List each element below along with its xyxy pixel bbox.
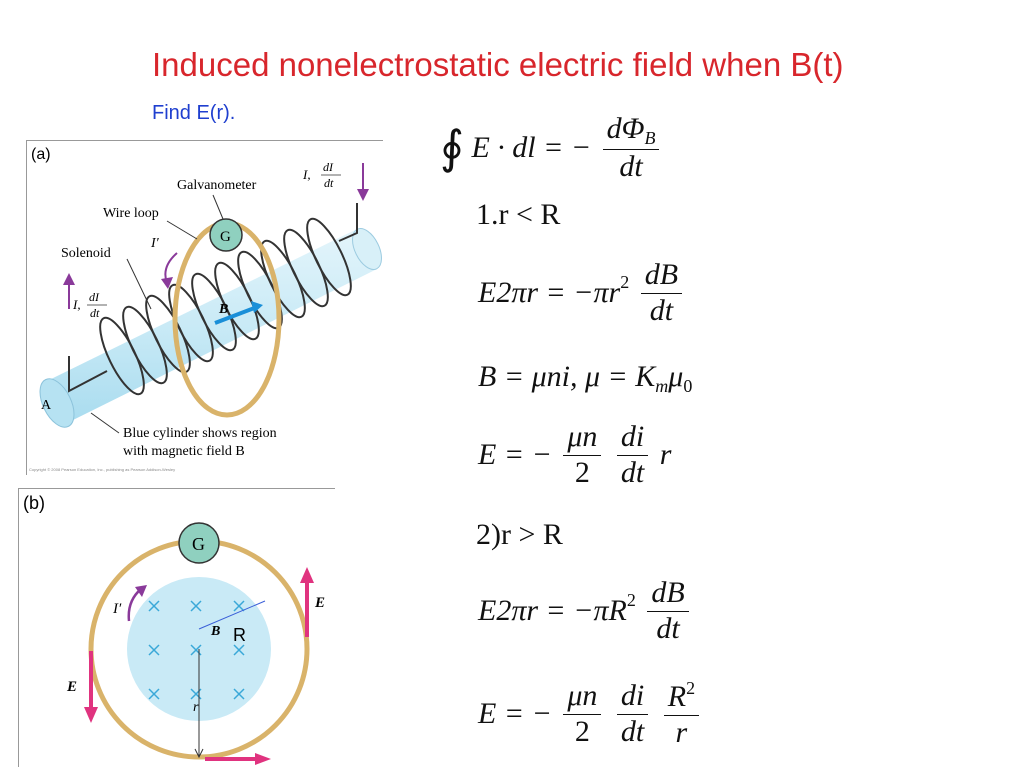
slide-title: Induced nonelectrostatic electric field … xyxy=(152,46,844,83)
figure-b-drawing: (b) G r B R I′ E xyxy=(23,493,325,765)
figure-a-drawing: (a) A G B xyxy=(29,146,382,472)
equation-4-numerator: dB xyxy=(651,576,685,609)
magnetic-field-arrowhead xyxy=(251,301,263,313)
figure-b-cross-section: (b) G r B R I′ E xyxy=(18,488,335,767)
equation-5: E = − μn 2 di dt R2 r xyxy=(478,678,703,750)
figure-a-solenoid: (a) A G B xyxy=(26,140,383,475)
equation-4-sup: 2 xyxy=(626,589,636,610)
equation-4-denominator: dt xyxy=(656,611,680,645)
equation-5-f2-den: dt xyxy=(620,714,645,748)
radius-r-arrowhead xyxy=(194,748,204,759)
radius-R-line xyxy=(198,600,266,630)
equation-1-sup: 2 xyxy=(620,271,630,292)
leader-galvanometer xyxy=(212,194,224,220)
slide-subtitle: Find E(r). xyxy=(152,102,236,124)
figure-a-copyright: Copyright © 2008 Pearson Education, Inc.… xyxy=(29,467,175,472)
label-galvanometer: Galvanometer xyxy=(177,178,257,193)
equation-3-tail: r xyxy=(659,438,672,471)
faraday-lhs: E · dl = − xyxy=(471,131,592,165)
equation-5-f3-den: r xyxy=(675,715,688,749)
caption-line-1: Blue cylinder shows region xyxy=(123,426,277,441)
equation-2-part-a: B = μni, μ = K xyxy=(478,360,656,393)
equation-3-fraction-2: di dt xyxy=(616,420,649,490)
equation-5-fraction-3: R2 r xyxy=(663,678,700,750)
equation-1: E2πr = −πr2 dB dt xyxy=(478,258,686,328)
figure-b-b-label: B xyxy=(210,624,220,639)
faraday-numerator-sub: B xyxy=(644,128,656,148)
caption-line-2: with magnetic field B xyxy=(123,444,245,459)
e-arrowhead-left xyxy=(84,707,98,723)
equation-5-f1-den: 2 xyxy=(574,714,590,748)
equation-1-numerator: dB xyxy=(644,258,679,291)
label-right-dt: dt xyxy=(324,176,334,190)
equation-3-f2-num: di xyxy=(620,420,645,453)
galvanometer-letter: G xyxy=(220,229,231,245)
solenoid-coil xyxy=(68,203,358,396)
label-solenoid: Solenoid xyxy=(61,246,111,261)
e-arrowhead-right xyxy=(300,567,314,583)
equation-3-f1-den: 2 xyxy=(574,455,590,489)
cylinder-end-label: A xyxy=(41,398,52,413)
equation-4-fraction: dB dt xyxy=(647,576,689,646)
cylinder-end-a xyxy=(39,378,75,428)
equation-1-fraction: dB dt xyxy=(640,258,683,328)
figure-b-current-label: I′ xyxy=(112,601,122,617)
equation-3-fraction-1: μn 2 xyxy=(563,420,602,490)
e-arrowhead-bottom xyxy=(255,753,271,765)
label-right-current: I, xyxy=(302,167,311,182)
galvanometer-icon xyxy=(209,218,243,252)
equation-2-part-b: μ xyxy=(668,360,684,393)
case-two-label: 2)r > R xyxy=(476,518,563,551)
faraday-law-equation: ∮ E · dl = − dΦB dt xyxy=(440,112,663,184)
leader-solenoid xyxy=(126,258,152,310)
e-label-left: E xyxy=(66,679,77,695)
equation-4: E2πr = −πR2 dB dt xyxy=(478,576,693,646)
figure-b-panel-label: (b) xyxy=(23,493,45,513)
galvanometer-b-icon xyxy=(178,522,220,564)
leader-wire-loop xyxy=(166,220,198,240)
label-induced-current: I′ xyxy=(150,236,160,251)
figure-a-panel-label: (a) xyxy=(31,146,51,163)
case-one-label: 1.r < R xyxy=(476,198,561,231)
equation-1-denominator: dt xyxy=(649,293,674,327)
galvanometer-b-letter: G xyxy=(192,534,205,554)
equation-5-f3-num: R xyxy=(667,680,687,713)
faraday-fraction: dΦB dt xyxy=(602,112,660,184)
equation-5-fraction-1: μn 2 xyxy=(563,679,602,749)
radius-r-label: r xyxy=(193,700,199,715)
equation-3-f1-num: μn xyxy=(567,420,598,453)
label-right-dI: dI xyxy=(323,160,334,174)
equation-5-f2-num: di xyxy=(620,679,645,712)
left-current-arrowhead xyxy=(63,273,75,285)
leader-caption xyxy=(90,412,120,434)
figure-a-b-label: B xyxy=(218,302,228,317)
magnetic-field-arrow xyxy=(214,305,258,325)
field-crosses xyxy=(148,600,245,700)
induced-current-arrowhead-b xyxy=(135,585,147,597)
label-left-dt: dt xyxy=(90,306,100,320)
solenoid-cylinder xyxy=(47,229,377,423)
equation-5-f3-sup: 2 xyxy=(686,678,696,698)
faraday-numerator: dΦ xyxy=(606,112,645,145)
label-wire-loop: Wire loop xyxy=(103,206,159,221)
equation-5-f1-num: μn xyxy=(567,679,598,712)
equation-5-fraction-2: di dt xyxy=(616,679,649,749)
label-left-current: I, xyxy=(72,297,81,312)
equation-1-lhs: E2πr = −πr xyxy=(478,276,621,309)
faraday-denominator: dt xyxy=(619,149,643,183)
equation-3-lhs: E = − xyxy=(478,438,552,471)
equation-2-sub-0: 0 xyxy=(683,376,693,396)
label-left-dI: dI xyxy=(89,290,100,304)
equation-2: B = μni, μ = Kmμ0 xyxy=(478,360,693,396)
induced-current-arrowhead xyxy=(161,277,173,289)
equation-2-sub-m: m xyxy=(655,376,669,396)
equation-5-lhs: E = − xyxy=(478,697,552,730)
equation-4-lhs: E2πr = −πR xyxy=(478,594,627,627)
equation-3-f2-den: dt xyxy=(620,455,645,489)
contour-integral-symbol: ∮ xyxy=(440,122,464,174)
right-current-arrowhead xyxy=(357,189,369,201)
e-label-right: E xyxy=(314,595,325,611)
radius-R-label: R xyxy=(233,625,246,645)
equation-3: E = − μn 2 di dt r xyxy=(478,420,671,490)
